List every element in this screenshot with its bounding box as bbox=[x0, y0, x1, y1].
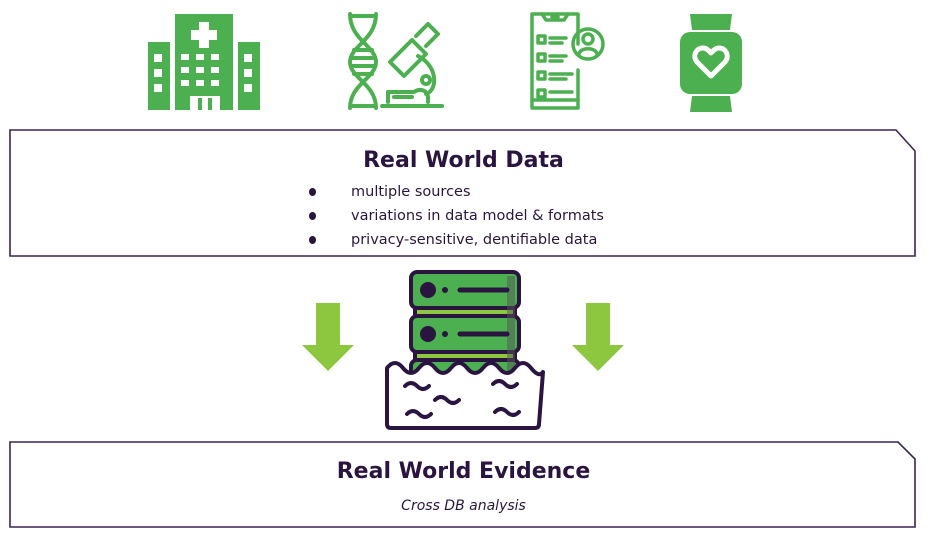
real-world-data-bullets: multiple sources variations in data mode… bbox=[300, 180, 604, 252]
patient-record-phone-icon bbox=[530, 12, 605, 110]
bullet-text: privacy-sensitive, dentifiable data bbox=[351, 232, 598, 248]
bullet-dot bbox=[309, 188, 316, 196]
real-world-data-title: Real World Data bbox=[363, 148, 564, 173]
bullet-item: variations in data model & formats bbox=[300, 204, 604, 228]
real-world-evidence-title: Real World Evidence bbox=[336, 459, 591, 484]
bullet-item: multiple sources bbox=[300, 180, 604, 204]
bullet-text: multiple sources bbox=[351, 184, 471, 200]
hospital-icon bbox=[148, 14, 260, 110]
dna-microscope-icon bbox=[348, 12, 444, 110]
bullet-dot bbox=[309, 236, 316, 244]
smartwatch-heart-icon bbox=[680, 14, 742, 112]
bullet-dot bbox=[309, 212, 316, 220]
bullet-item: privacy-sensitive, dentifiable data bbox=[300, 228, 604, 252]
arrow-down-icon bbox=[572, 303, 624, 371]
bullet-text: variations in data model & formats bbox=[351, 208, 604, 224]
arrow-down-icon bbox=[302, 303, 354, 371]
data-lake-server-icon bbox=[385, 270, 545, 430]
real-world-evidence-subtitle: Cross DB analysis bbox=[401, 498, 526, 514]
